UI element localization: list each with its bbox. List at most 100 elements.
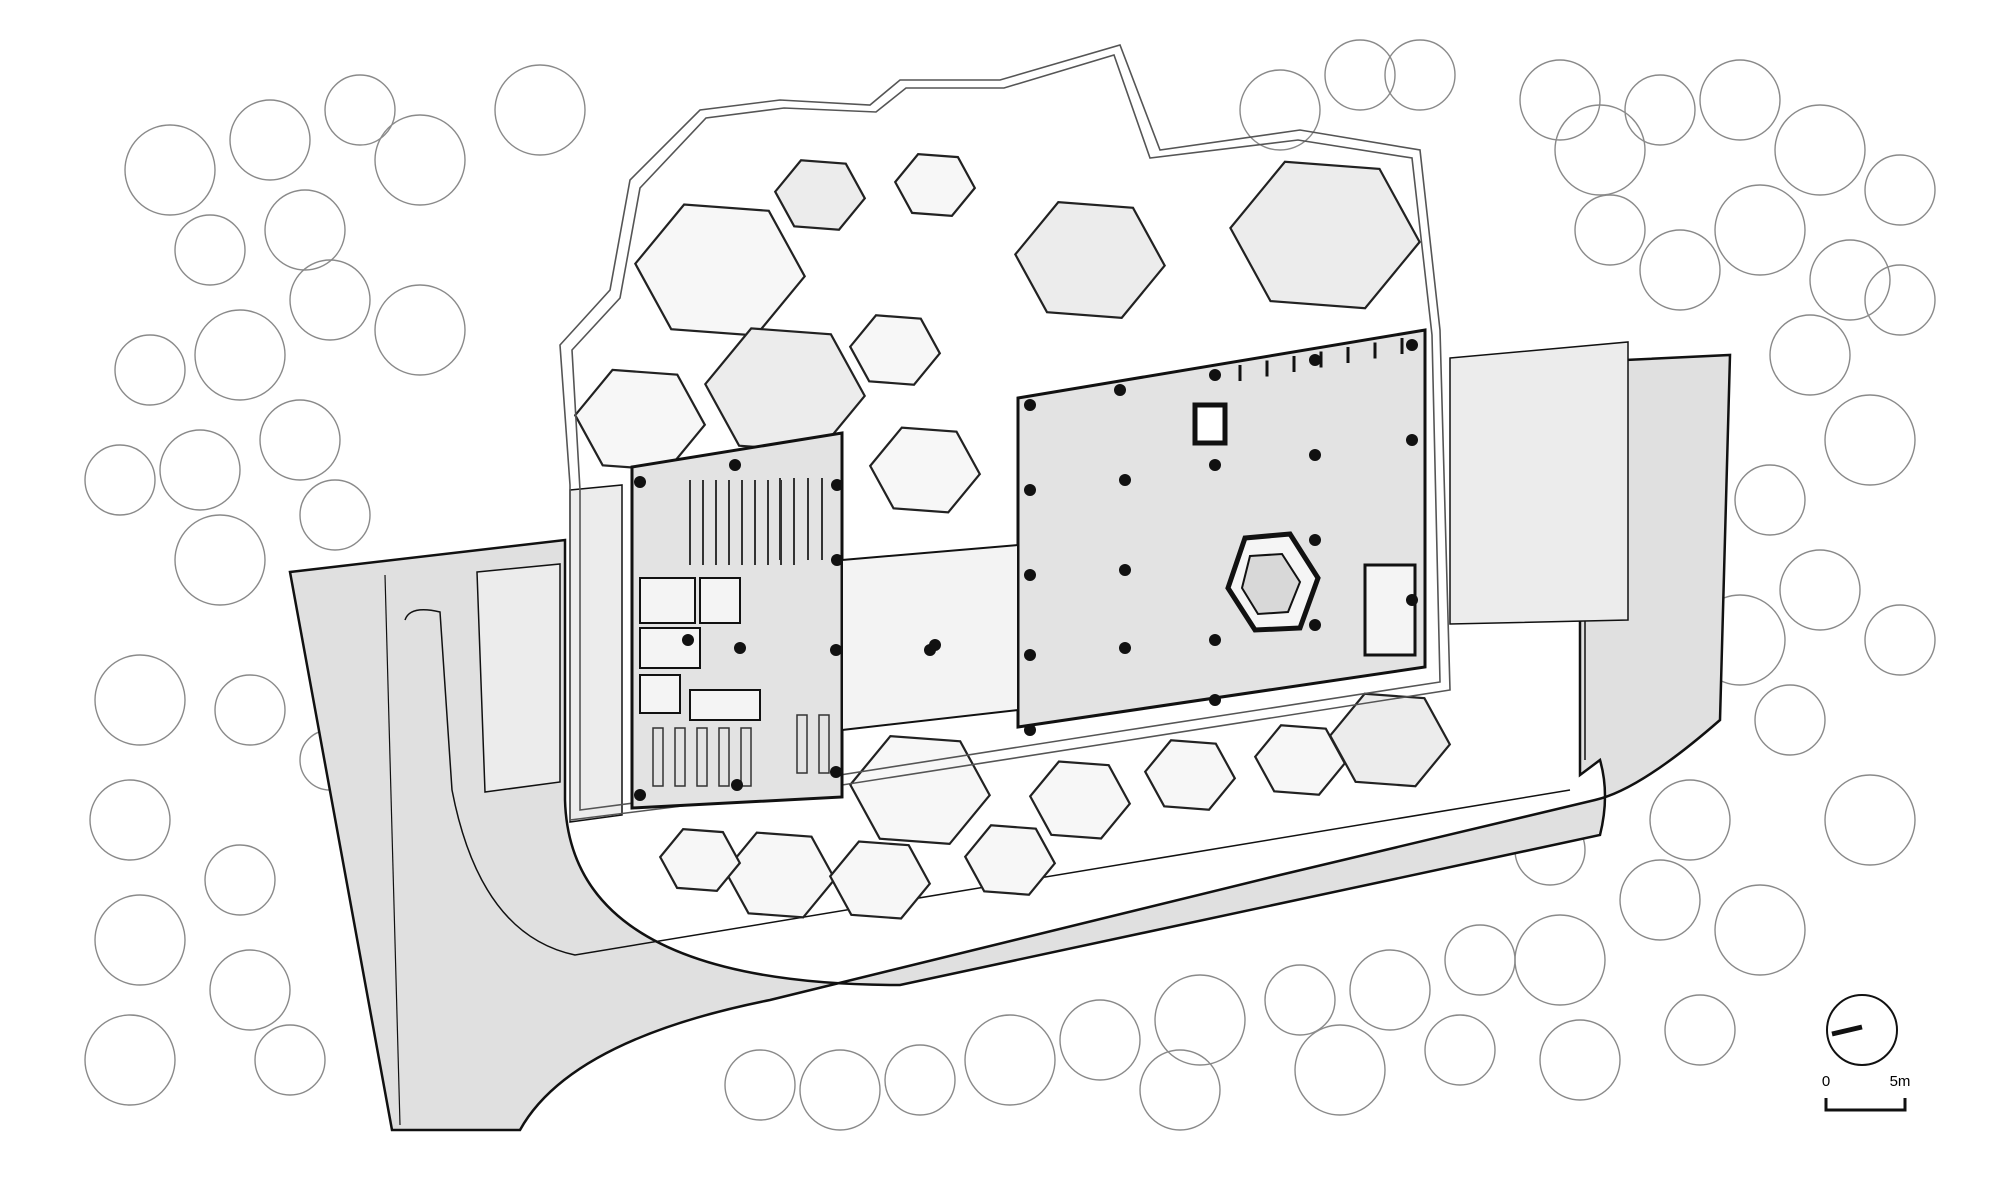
- tree-circle: [1519, 59, 1601, 141]
- terrace-edge: [559, 44, 1451, 821]
- column: [1406, 594, 1418, 606]
- tree-circle: [159, 429, 241, 511]
- tree-circle: [204, 844, 276, 916]
- tree-circle: [1154, 974, 1246, 1066]
- paving-hexagon: [658, 828, 742, 892]
- tree-circle: [259, 399, 341, 481]
- tree-circle: [94, 654, 186, 746]
- tree-circle: [964, 1014, 1056, 1106]
- tree-circle: [724, 1049, 796, 1121]
- column: [729, 459, 741, 471]
- column: [1309, 619, 1321, 631]
- column: [830, 766, 842, 778]
- service-room-1: [639, 577, 696, 624]
- column: [1309, 354, 1321, 366]
- terrace-edge-inner: [571, 54, 1441, 811]
- tree-circle: [1649, 779, 1731, 861]
- tree-circle: [1864, 264, 1936, 336]
- tree-circle: [254, 1024, 326, 1096]
- terrace-outline: [559, 44, 1451, 821]
- tree-circle: [1324, 39, 1396, 111]
- column: [1209, 634, 1221, 646]
- paving-hexagon: [1143, 739, 1237, 811]
- tree-circle: [174, 514, 266, 606]
- tree-circle: [1444, 924, 1516, 996]
- tree-circle: [299, 479, 371, 551]
- tree-circle: [1514, 914, 1606, 1006]
- paving-hexagon: [723, 831, 837, 919]
- paving-hexagon: [773, 159, 867, 231]
- tree-circle: [229, 99, 311, 181]
- service-room-2: [699, 577, 741, 624]
- column: [682, 634, 694, 646]
- tree-circle: [194, 309, 286, 401]
- column: [1024, 649, 1036, 661]
- tree-circle: [1864, 154, 1936, 226]
- tree-circle: [1699, 59, 1781, 141]
- tree-circle: [84, 444, 156, 516]
- column: [929, 639, 941, 651]
- column: [731, 779, 743, 791]
- tree-circle: [1714, 884, 1806, 976]
- tree-circle: [264, 189, 346, 271]
- column: [1309, 449, 1321, 461]
- shelf: [652, 727, 664, 787]
- auditorium-seating: [689, 478, 823, 565]
- column: [830, 644, 842, 656]
- paving-hexagon: [1229, 160, 1421, 310]
- column: [1119, 642, 1131, 654]
- tree-circle: [1349, 949, 1431, 1031]
- link-bridge: [841, 543, 1019, 732]
- column: [1114, 384, 1126, 396]
- tree-circle: [324, 74, 396, 146]
- column: [1024, 569, 1036, 581]
- tree-circle: [94, 894, 186, 986]
- north-arrow-needle: [1831, 1024, 1863, 1037]
- tree-circle: [1424, 1014, 1496, 1086]
- paving-hexagon: [848, 314, 942, 386]
- tree-circle: [114, 334, 186, 406]
- tree-circle: [374, 114, 466, 206]
- tree-circle: [1384, 39, 1456, 111]
- shelf: [674, 727, 686, 787]
- service-room-4: [639, 674, 681, 714]
- tree-circle: [1864, 604, 1936, 676]
- tree-circle: [1809, 239, 1891, 321]
- hexagonal-core-inner: [1240, 552, 1302, 616]
- tree-circle: [1554, 104, 1646, 196]
- paving-hexagon: [1328, 692, 1452, 788]
- shelf: [718, 727, 730, 787]
- paving-hexagon: [868, 426, 982, 514]
- tree-circle: [799, 1049, 881, 1131]
- tree-circle: [1664, 994, 1736, 1066]
- column: [831, 554, 843, 566]
- column: [734, 642, 746, 654]
- tree-circle: [1294, 1024, 1386, 1116]
- paving-hexagon: [828, 840, 932, 920]
- column: [1024, 724, 1036, 736]
- tree-circle: [124, 124, 216, 216]
- hexagonal-paving: [573, 153, 1452, 920]
- tree-circle: [374, 284, 466, 376]
- column: [1119, 564, 1131, 576]
- paving-hexagon: [893, 153, 977, 217]
- tree-circle: [289, 259, 371, 341]
- tree-circle: [1624, 74, 1696, 146]
- structural-columns: [634, 339, 1418, 801]
- planters: [476, 341, 1629, 823]
- scale-end-label: 5m: [1890, 1073, 1911, 1090]
- north-arrow: [1826, 994, 1898, 1066]
- planter-east: [1449, 341, 1629, 625]
- tree-circle: [1824, 774, 1916, 866]
- scale-bar-line: [1824, 1098, 1907, 1112]
- tree-circle: [84, 1014, 176, 1106]
- tree-circle: [1639, 229, 1721, 311]
- column: [1024, 399, 1036, 411]
- tree-circle: [1539, 1019, 1621, 1101]
- column: [1209, 369, 1221, 381]
- floor-plate-east: [1016, 328, 1427, 729]
- tree-circle: [1139, 1049, 1221, 1131]
- tree-circle: [1774, 104, 1866, 196]
- tree-circle: [1059, 999, 1141, 1081]
